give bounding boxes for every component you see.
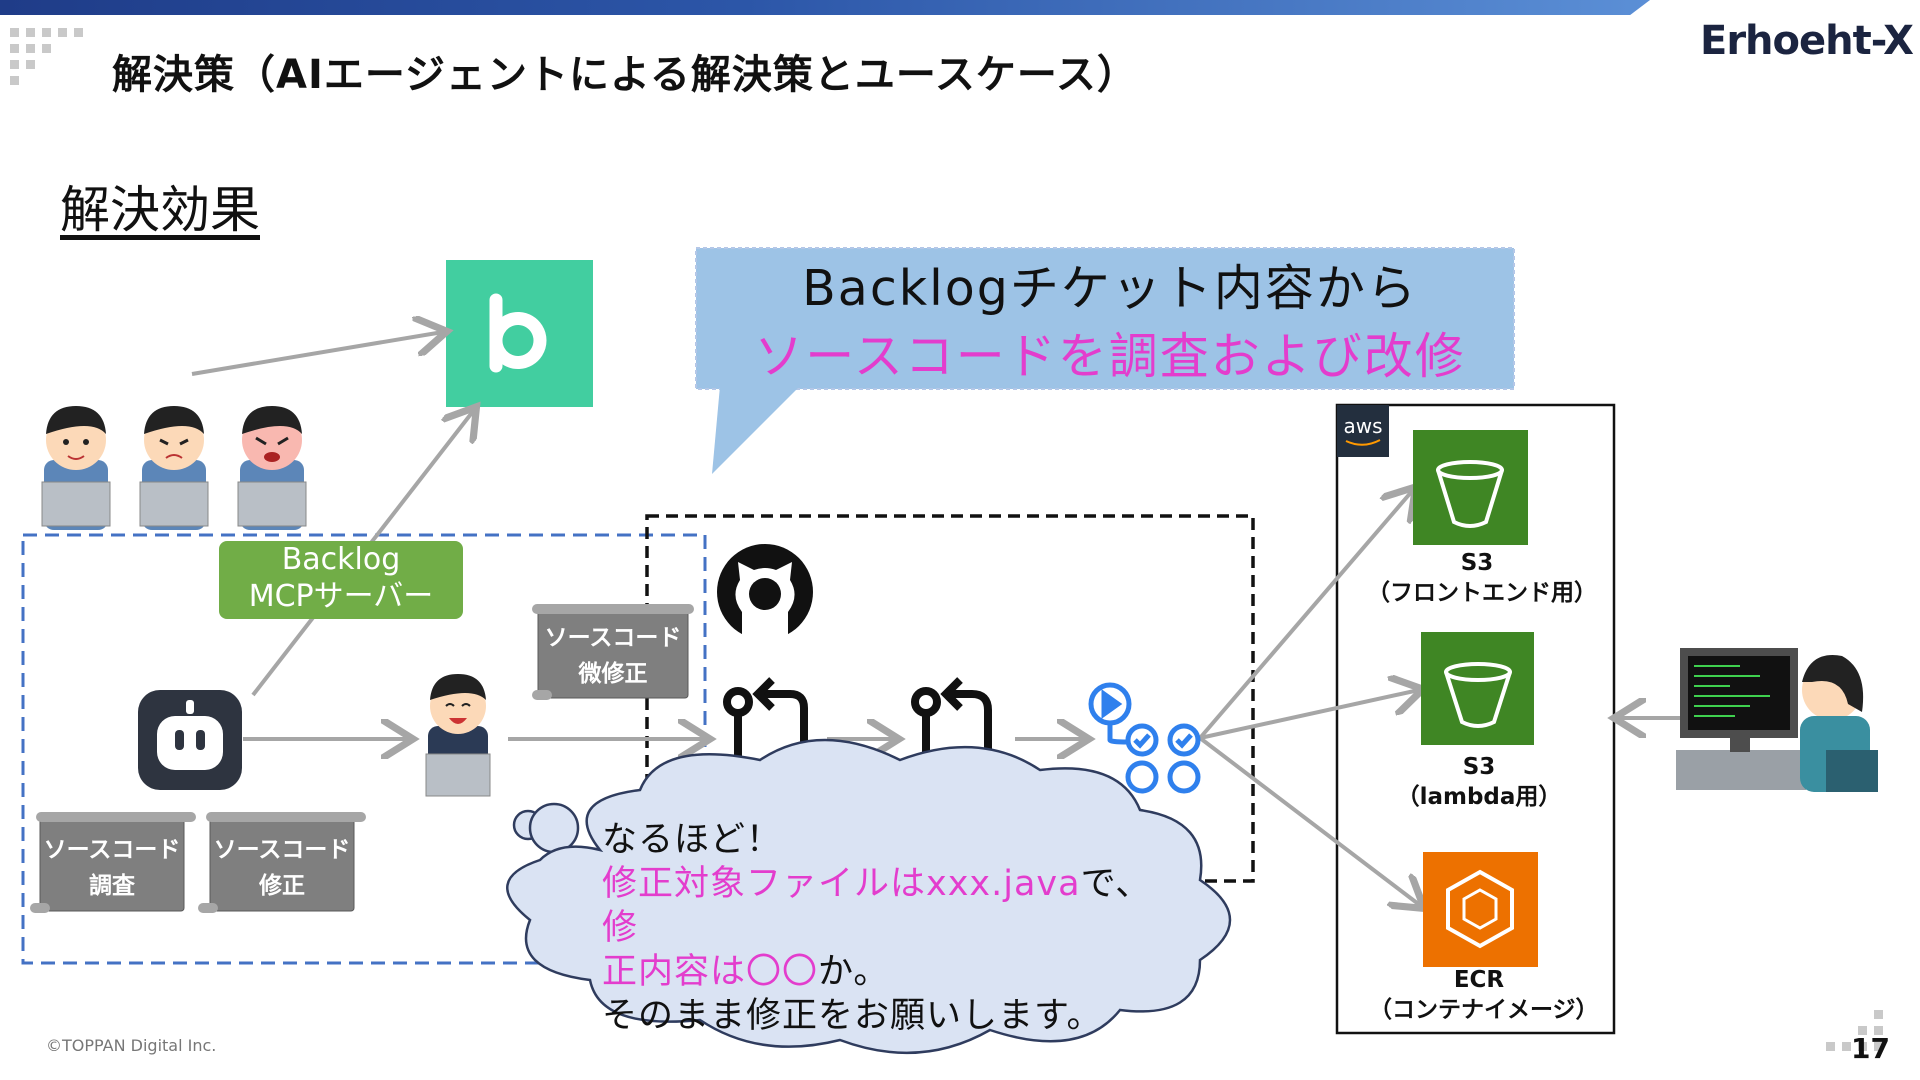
s3-frontend-name: S3 bbox=[1460, 550, 1494, 576]
mcp-line2: MCPサーバー bbox=[248, 579, 434, 614]
github-actions-icon bbox=[1088, 682, 1201, 794]
s3-frontend-label: S3 （フロントエンド用） bbox=[1367, 548, 1597, 608]
cloud-line1: なるほど！ bbox=[602, 820, 783, 860]
aws-badge-text: aws bbox=[1343, 414, 1382, 438]
scroll-shape-fine-fix bbox=[532, 604, 694, 700]
ecr-sub: （コンテナイメージ） bbox=[1369, 997, 1599, 1023]
callout-line1: Backlogチケット内容から bbox=[802, 260, 1418, 317]
scroll-fine-fix-line1: ソースコード bbox=[544, 625, 682, 651]
s3-bucket-icon bbox=[1413, 430, 1528, 545]
s3-lambda-sub: （lambda用） bbox=[1396, 784, 1562, 810]
s3-frontend-sub: （フロントエンド用） bbox=[1367, 580, 1597, 606]
brand-logo: Erhoeht-X bbox=[1700, 18, 1914, 64]
scroll-fine-fix-line2: 微修正 bbox=[578, 661, 648, 687]
scroll-shape-investigate bbox=[30, 812, 196, 913]
callout-line2: ソースコードを調査および改修 bbox=[754, 328, 1466, 385]
cloud-fix-content: 正内容は〇〇 bbox=[602, 952, 819, 992]
scroll-fix-line1: ソースコード bbox=[213, 837, 351, 863]
ai-agent-dashed-group bbox=[21, 533, 707, 965]
cloud-target-file: 修正対象ファイルはxxx.java bbox=[602, 864, 1081, 904]
happy-developer-illustration bbox=[425, 674, 491, 797]
ecr-icon bbox=[1423, 852, 1538, 967]
cloud-line4: そのまま修正をお願いします。 bbox=[602, 996, 1103, 1036]
cloud-line2-rest: で、 bbox=[1080, 864, 1152, 904]
scroll-label-fine-fix: ソースコード 微修正 bbox=[538, 620, 688, 692]
thought-cloud-text: なるほど！ 修正対象ファイルはxxx.javaで、修 正内容は〇〇か。 そのまま… bbox=[602, 818, 1182, 1038]
callout-text: Backlogチケット内容から ソースコードを調査および改修 bbox=[700, 255, 1520, 391]
backlog-mcp-server-box: Backlog MCPサーバー bbox=[219, 541, 463, 619]
mcp-line1: Backlog bbox=[281, 542, 401, 577]
cloud-line3: 正内容は〇〇か。 bbox=[602, 950, 1182, 994]
ecr-name: ECR bbox=[1453, 967, 1505, 993]
scroll-investigate-line2: 調査 bbox=[89, 873, 135, 899]
s3-lambda-name: S3 bbox=[1462, 754, 1496, 780]
ecr-label: ECR （コンテナイメージ） bbox=[1369, 965, 1599, 1025]
copyright-footer: ©TOPPAN Digital Inc. bbox=[46, 1036, 217, 1055]
section-subtitle: 解決効果 bbox=[60, 181, 260, 239]
page-title: 解決策（AIエージェントによる解決策とユースケース） bbox=[112, 52, 1138, 98]
scroll-shape-fix bbox=[198, 812, 366, 913]
scroll-investigate-line1: ソースコード bbox=[43, 837, 181, 863]
cloud-line2: 修正対象ファイルはxxx.javaで、修 bbox=[602, 862, 1182, 950]
page-number: 17 bbox=[1851, 1032, 1890, 1065]
top-accent-bar bbox=[0, 0, 1650, 15]
backlog-logo-icon bbox=[446, 260, 593, 407]
s3-lambda-label: S3 （lambda用） bbox=[1369, 752, 1589, 812]
aws-logo-icon: aws bbox=[1337, 405, 1389, 457]
scroll-label-investigate: ソースコード 調査 bbox=[40, 832, 184, 904]
scroll-fix-line2: 修正 bbox=[259, 873, 305, 899]
decorative-dots-bottom-right bbox=[1826, 1010, 1883, 1051]
decorative-dots-top-left bbox=[10, 28, 83, 85]
cloud-line2-pink2: 修 bbox=[602, 908, 639, 948]
callout-bubble bbox=[695, 247, 1515, 474]
github-icon bbox=[717, 544, 813, 642]
s3-bucket-icon bbox=[1421, 632, 1534, 745]
scroll-label-fix: ソースコード 修正 bbox=[210, 832, 354, 904]
thought-cloud bbox=[506, 738, 1232, 1055]
cloud-line3-rest: か。 bbox=[818, 952, 890, 992]
frustrated-users-illustration bbox=[41, 406, 307, 530]
ai-agent-robot-icon bbox=[138, 690, 242, 790]
engineer-at-computer-illustration bbox=[1676, 648, 1878, 792]
